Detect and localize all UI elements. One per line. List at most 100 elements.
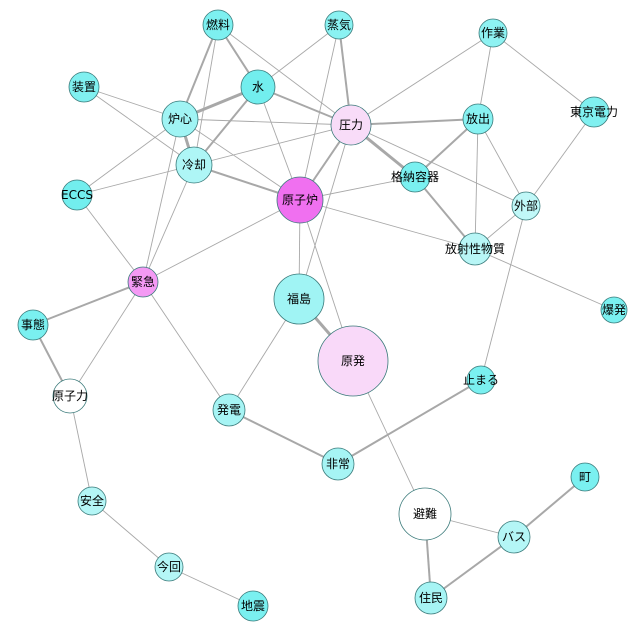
node[interactable]: 止まる — [463, 365, 499, 395]
node[interactable]: 放出 — [462, 103, 494, 135]
node[interactable]: 発電 — [212, 393, 246, 427]
node-label: 作業 — [481, 26, 505, 40]
node-circle — [399, 161, 431, 193]
node[interactable]: 原子力 — [52, 378, 88, 414]
edge — [350, 32, 494, 126]
node-circle — [17, 309, 49, 341]
node-circle — [273, 273, 325, 325]
node-label: 炉心 — [168, 112, 192, 126]
node-circle — [175, 146, 213, 184]
node[interactable]: 原発 — [317, 325, 389, 397]
node-label: 燃料 — [206, 17, 230, 32]
edge — [193, 24, 219, 166]
node-circle — [578, 96, 610, 128]
edge — [76, 118, 181, 196]
edge — [76, 164, 195, 196]
node-circle — [511, 191, 541, 221]
node[interactable]: 原子炉 — [276, 176, 324, 224]
node[interactable]: 爆発 — [600, 296, 628, 324]
node[interactable]: 燃料 — [202, 9, 234, 41]
edge — [298, 124, 352, 300]
node-circle — [237, 590, 269, 622]
node-label: 外部 — [514, 198, 538, 213]
node-circle — [462, 103, 494, 135]
edge-layer — [32, 24, 615, 607]
node[interactable]: 事態 — [17, 309, 49, 341]
node-circle — [458, 232, 492, 266]
node[interactable]: 安全 — [77, 486, 107, 516]
node[interactable]: 地震 — [237, 590, 269, 622]
edge — [83, 86, 195, 166]
edge — [337, 379, 482, 465]
node-label: 放出 — [466, 111, 490, 126]
node-circle — [478, 18, 508, 48]
node-label: バス — [502, 530, 526, 544]
node-label: 止まる — [463, 373, 499, 387]
edge — [474, 248, 615, 311]
node-circle — [317, 325, 389, 397]
edge — [299, 199, 476, 250]
node[interactable]: 炉心 — [161, 100, 199, 138]
node[interactable]: 福島 — [273, 273, 325, 325]
node-circle — [61, 179, 93, 211]
edge — [474, 118, 479, 250]
node-circle — [52, 378, 88, 414]
edge — [179, 118, 352, 126]
node-label: 爆発 — [602, 303, 626, 317]
node-circle — [570, 462, 600, 492]
edge — [142, 164, 195, 283]
edge — [350, 124, 527, 207]
edge — [32, 281, 144, 326]
node[interactable]: 圧力 — [330, 104, 372, 146]
node[interactable]: ECCS — [61, 179, 93, 211]
node[interactable]: 作業 — [478, 18, 508, 48]
node[interactable]: 今回 — [154, 552, 184, 582]
node[interactable]: 放射性物質 — [445, 232, 505, 266]
node-circle — [330, 104, 372, 146]
node-circle — [240, 69, 276, 105]
node-circle — [414, 581, 448, 615]
node-label: 地震 — [241, 599, 265, 613]
node[interactable]: 東京電力 — [570, 96, 618, 128]
node-label: 町 — [579, 470, 591, 484]
edge — [91, 500, 170, 568]
node-label: 放射性物質 — [445, 241, 505, 256]
node[interactable]: 避難 — [398, 487, 452, 541]
node[interactable]: 冷却 — [175, 146, 213, 184]
node-circle — [466, 365, 496, 395]
node[interactable]: 住民 — [414, 581, 448, 615]
node[interactable]: バス — [497, 520, 531, 554]
node-label: 住民 — [419, 591, 443, 605]
node-label: 水 — [252, 80, 264, 94]
edge — [168, 566, 254, 607]
edge — [142, 118, 181, 283]
node-circle — [398, 487, 452, 541]
node-circle — [321, 447, 355, 481]
node-label: 圧力 — [339, 118, 363, 132]
edge — [217, 24, 352, 126]
node-label: 装置 — [72, 80, 96, 94]
node-label: 避難 — [413, 506, 437, 521]
node[interactable]: 緊急 — [127, 266, 159, 298]
node[interactable]: 外部 — [511, 191, 541, 221]
node-label: 今回 — [157, 559, 181, 574]
node[interactable]: 町 — [570, 462, 600, 492]
edge — [179, 118, 301, 201]
node[interactable]: 水 — [240, 69, 276, 105]
edge — [142, 281, 230, 411]
edge — [76, 194, 144, 283]
node[interactable]: 非常 — [321, 447, 355, 481]
edge — [430, 536, 515, 599]
node-label: 緊急 — [131, 274, 155, 289]
node-label: 東京電力 — [570, 105, 618, 119]
node-label: 発電 — [217, 403, 241, 417]
node-circle — [202, 9, 234, 41]
node[interactable]: 格納容器 — [391, 161, 439, 193]
node[interactable]: 装置 — [68, 71, 100, 103]
node[interactable]: 蒸気 — [324, 10, 354, 40]
node-label: ECCS — [61, 188, 93, 202]
node-label: 原発 — [341, 354, 365, 368]
